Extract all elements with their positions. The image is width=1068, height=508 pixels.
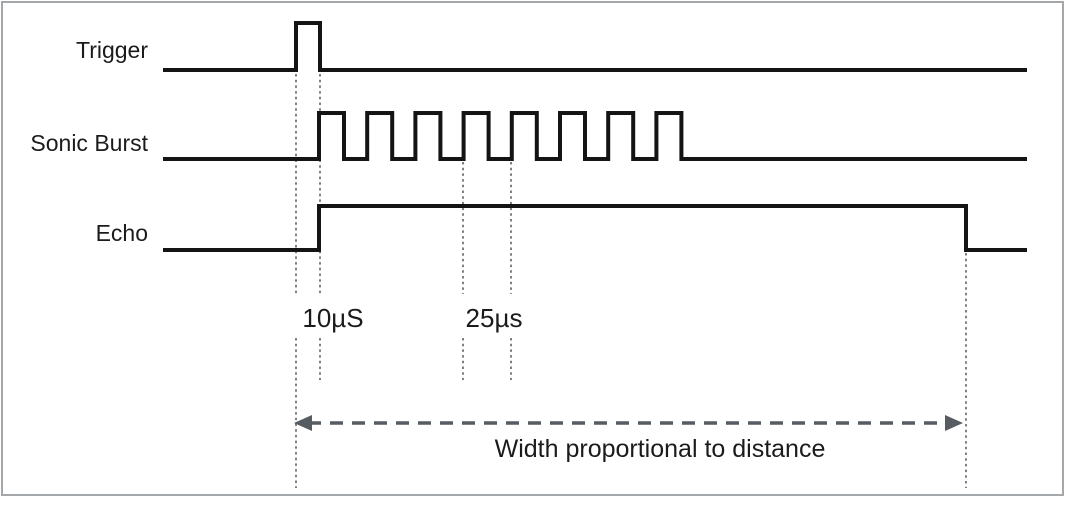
- trigger-waveform: [163, 21, 1027, 72]
- arrow-left-head-icon: [294, 415, 312, 431]
- arrow-right-head-icon: [945, 415, 963, 431]
- echo-waveform: [163, 204, 1027, 252]
- burst-period-label: 25µs: [466, 303, 523, 333]
- signal-label-echo: Echo: [96, 220, 148, 246]
- signal-label-trigger: Trigger: [76, 37, 148, 63]
- echo-width-label: Width proportional to distance: [495, 435, 826, 463]
- signal-label-sonic-burst: Sonic Burst: [30, 130, 148, 156]
- diagram-border: [1, 1, 1064, 496]
- sonic-burst-waveform: [163, 111, 1027, 161]
- guide-lines: [295, 74, 967, 488]
- trigger-width-label: 10µS: [302, 303, 363, 333]
